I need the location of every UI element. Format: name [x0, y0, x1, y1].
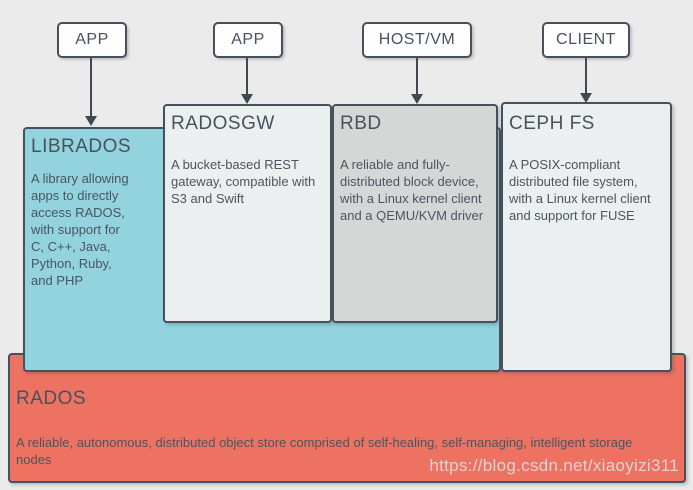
node-host-vm: HOST/VM	[362, 22, 472, 58]
rados-title: RADOS	[16, 388, 87, 409]
rados-box: RADOS A reliable, autonomous, distribute…	[8, 353, 686, 483]
node-app-1: APP	[57, 22, 127, 58]
node-client: CLIENT	[542, 22, 630, 58]
arrow-app2-to-radosgw-icon	[241, 58, 253, 104]
radosgw-box: RADOSGW A bucket-based REST gateway, com…	[163, 104, 332, 323]
node-client-label: CLIENT	[556, 31, 616, 48]
node-app-1-label: APP	[75, 31, 109, 48]
arrow-head-icon	[85, 116, 97, 126]
radosgw-description: A bucket-based REST gateway, compatible …	[171, 157, 316, 206]
librados-description: A library allowing apps to directly acce…	[31, 171, 129, 288]
arrow-head-icon	[411, 94, 423, 104]
node-app-2: APP	[213, 22, 283, 58]
arrow-shaft	[585, 58, 587, 93]
librados-title: LIBRADOS	[31, 136, 132, 157]
rbd-description: A reliable and fully- distributed block …	[340, 157, 484, 223]
arrow-shaft	[416, 57, 418, 94]
arrow-client-to-cephfs-icon	[580, 58, 592, 103]
rbd-box: RBD A reliable and fully- distributed bl…	[332, 104, 498, 323]
arrow-head-icon	[241, 94, 253, 104]
node-app-2-label: APP	[231, 31, 265, 48]
rados-description: A reliable, autonomous, distributed obje…	[16, 435, 633, 467]
cephfs-title: CEPH FS	[509, 113, 595, 134]
arrow-shaft	[90, 58, 92, 116]
node-host-vm-label: HOST/VM	[378, 31, 456, 48]
radosgw-title: RADOSGW	[171, 113, 275, 134]
watermark-url: https://blog.csdn.net/xiaoyizi311	[429, 456, 679, 475]
arrow-shaft	[246, 58, 248, 94]
cephfs-description: A POSIX-compliant distributed file syste…	[509, 157, 651, 223]
rbd-title: RBD	[340, 113, 382, 134]
arrow-hostvm-to-rbd-icon	[411, 57, 423, 104]
cephfs-box: CEPH FS A POSIX-compliant distributed fi…	[501, 102, 672, 372]
arrow-app1-to-librados-icon	[85, 58, 97, 126]
arrow-head-icon	[580, 93, 592, 103]
